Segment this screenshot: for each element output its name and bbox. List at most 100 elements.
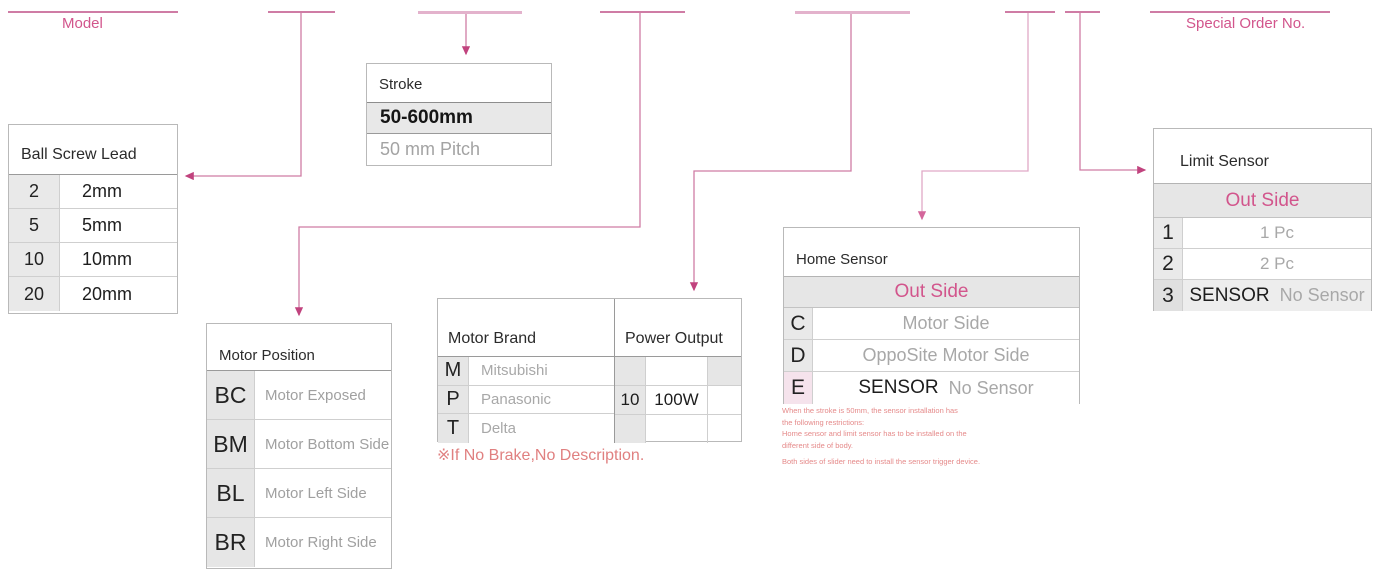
lead-code: 10 (9, 243, 60, 276)
note-line: the following restrictions: (782, 417, 865, 427)
segment-bar-motor-brand (795, 11, 910, 14)
motor-position-code: BC (207, 371, 255, 419)
table-row (615, 415, 741, 443)
lead-code: 20 (9, 277, 60, 311)
table-row: E SENSOR No Sensor (784, 372, 1079, 404)
power-output-title: Power Output (625, 330, 723, 347)
lead-desc: 5mm (82, 215, 122, 235)
limit-sensor-code: 3 (1154, 280, 1183, 311)
motor-brand-code: M (438, 357, 469, 385)
power-code: 10 (615, 386, 646, 414)
model-label: Model (62, 15, 103, 32)
home-sensor-desc: SENSOR No Sensor (813, 372, 1079, 404)
stroke-table: Stroke 50-600mm 50 mm Pitch (366, 63, 552, 166)
table-row: 2 2mm (9, 175, 177, 209)
lead-code: 2 (9, 175, 60, 208)
power-watt (646, 357, 708, 385)
table-row: 20 20mm (9, 277, 177, 311)
limit-sensor-outside-band: Out Side (1154, 184, 1371, 218)
motor-brand-header: Motor Brand Power Output (438, 299, 741, 357)
table-row: C Motor Side (784, 308, 1079, 340)
motor-brand-code: T (438, 414, 469, 443)
note-line: different side of body. (782, 440, 854, 450)
table-row: 1 1 Pc (1154, 218, 1371, 249)
limit-sensor-code: 2 (1154, 249, 1183, 279)
power-code (615, 415, 646, 443)
motor-brand-desc: Mitsubishi (481, 362, 548, 380)
motor-position-desc: Motor Exposed (265, 386, 366, 404)
power-watt (646, 415, 708, 443)
limit-sensor-weak: No Sensor (1279, 285, 1365, 305)
home-sensor-table: Home Sensor Out Side C Motor Side D Oppo… (783, 227, 1080, 404)
motor-brand-desc: Panasonic (481, 390, 552, 408)
ball-screw-lead-title: Ball Screw Lead (9, 125, 177, 175)
no-brake-note: ※If No Brake,No Description. (437, 447, 645, 464)
limit-sensor-strong: SENSOR (1189, 284, 1270, 306)
home-sensor-code: D (784, 340, 813, 371)
segment-bar-model (8, 11, 178, 13)
motor-position-code: BL (207, 469, 255, 517)
motor-position-desc: Motor Bottom Side (265, 435, 390, 453)
table-row: D OppoSite Motor Side (784, 340, 1079, 372)
power-spare (708, 415, 741, 443)
motor-brand-list: M Mitsubishi P Panasonic T Delta (438, 357, 615, 443)
segment-bar-lead (268, 11, 335, 13)
home-sensor-desc: Motor Side (902, 313, 990, 333)
table-row: BL Motor Left Side (207, 469, 391, 518)
stroke-range-row: 50-600mm (367, 103, 551, 134)
table-row: 5 5mm (9, 209, 177, 243)
power-code (615, 357, 646, 385)
motor-brand-desc: Delta (481, 419, 517, 437)
lead-code: 5 (9, 209, 60, 242)
home-sensor-desc: OppoSite Motor Side (862, 345, 1030, 365)
home-sensor-title: Home Sensor (784, 228, 1079, 277)
limit-sensor-title: Limit Sensor (1154, 129, 1371, 184)
home-sensor-code: E (784, 372, 813, 404)
note-line: Home sensor and limit sensor has to be i… (782, 429, 967, 438)
limit-sensor-desc: SENSOR No Sensor (1183, 280, 1371, 311)
special-order-label: Special Order No. (1186, 15, 1306, 32)
lead-desc: 10mm (82, 249, 133, 269)
table-row: BM Motor Bottom Side (207, 420, 391, 469)
segment-bar-special-order (1150, 11, 1330, 13)
segment-bar-stroke (418, 11, 522, 14)
motor-position-title: Motor Position (207, 324, 391, 371)
table-row: P Panasonic (438, 385, 614, 415)
limit-sensor-table: Limit Sensor Out Side 1 1 Pc 2 2 Pc 3 SE… (1153, 128, 1372, 311)
home-sensor-weak: No Sensor (948, 377, 1034, 398)
motor-position-code: BM (207, 420, 255, 468)
note-line: When the stroke is 50mm, the sensor inst… (782, 406, 958, 415)
table-row: BC Motor Exposed (207, 371, 391, 420)
power-output-grid: 10 100W (615, 357, 741, 443)
motor-position-desc: Motor Right Side (265, 534, 377, 551)
table-row: 10 100W (615, 386, 741, 415)
segment-bar-limit-sensor (1065, 11, 1100, 13)
segment-bar-motor-position (600, 11, 685, 13)
limit-sensor-desc: 1 Pc (1259, 223, 1295, 242)
power-watt: 100W (646, 386, 708, 414)
motor-brand-body: M Mitsubishi P Panasonic T Delta (438, 357, 741, 443)
segment-bar-home-sensor (1005, 11, 1055, 13)
home-sensor-strong: SENSOR (858, 377, 939, 398)
motor-position-table: Motor Position BC Motor Exposed BM Motor… (206, 323, 392, 569)
limit-sensor-desc: 2 Pc (1259, 254, 1295, 273)
lead-desc: 2mm (82, 181, 122, 201)
motor-position-code: BR (207, 518, 255, 567)
sensor-restriction-note: When the stroke is 50mm, the sensor inst… (782, 405, 1052, 468)
motor-brand-title: Motor Brand (438, 299, 615, 356)
note-line: Both sides of slider need to install the… (782, 457, 981, 466)
ball-screw-lead-table: Ball Screw Lead 2 2mm 5 5mm 10 10mm 20 2… (8, 124, 178, 314)
table-row (615, 357, 741, 386)
motor-position-desc: Motor Left Side (265, 484, 367, 502)
motor-brand-code: P (438, 385, 469, 414)
home-sensor-code: C (784, 308, 813, 339)
power-spare (708, 357, 741, 385)
table-row: 3 SENSOR No Sensor (1154, 280, 1371, 311)
table-row: M Mitsubishi (438, 357, 614, 386)
home-sensor-outside-band: Out Side (784, 277, 1079, 308)
stroke-title: Stroke (367, 64, 551, 103)
table-row: 10 10mm (9, 243, 177, 277)
power-spare (708, 386, 741, 414)
